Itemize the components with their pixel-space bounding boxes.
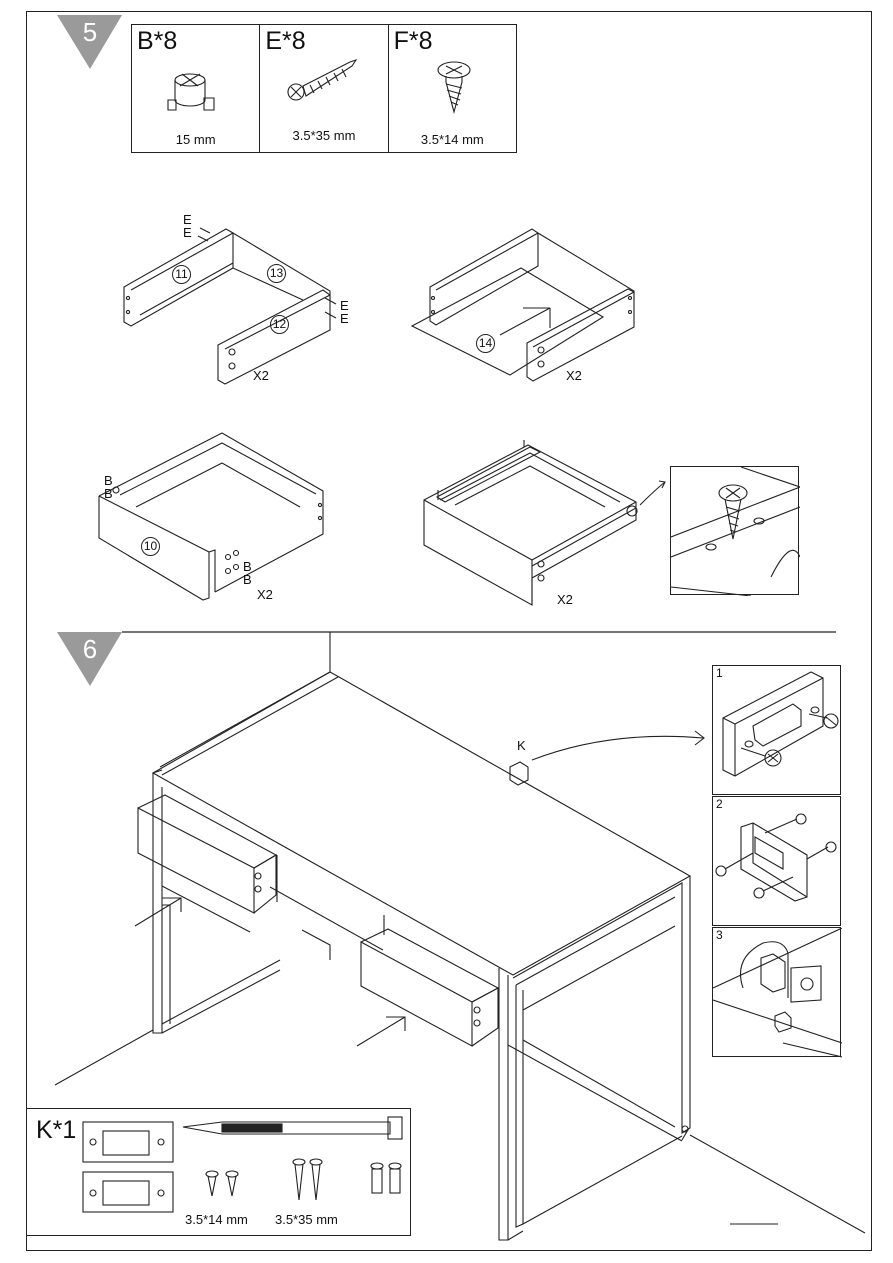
quantity-x2: X2: [566, 368, 582, 383]
label-k: K: [517, 738, 526, 753]
parts-table: B*8 15 mm E*8 3.5*35 mm F*8 3.5*14 mm: [131, 24, 517, 153]
kit-code: K*1: [36, 1116, 77, 1144]
label-b: B: [243, 572, 252, 587]
clip-detail-drawing: [722, 671, 839, 777]
part-size: 15 mm: [175, 132, 216, 147]
inset-number: 2: [716, 797, 723, 811]
part-code: B*8: [137, 27, 178, 55]
label-b: B: [104, 486, 113, 501]
kit-size-short: 3.5*14 mm: [185, 1212, 248, 1227]
part-b: B*8 15 mm: [132, 25, 261, 152]
part-number-14: 14: [476, 334, 495, 353]
clip-detail-inset-2: 2: [712, 796, 841, 926]
part-size: 3.5*35 mm: [292, 128, 356, 143]
kit-box: K*1 3.5*14 mm 3.5*35 mm: [26, 1108, 411, 1236]
part-number-13: 13: [267, 264, 286, 283]
clip-detail-drawing: [713, 928, 842, 1058]
clip-detail-drawing: [715, 813, 837, 902]
part-number-12: 12: [270, 315, 289, 334]
screw-detail-inset: [670, 466, 800, 596]
label-e: E: [183, 212, 192, 227]
label-e: E: [340, 298, 349, 313]
inset-number: 1: [716, 666, 723, 680]
part-code: E*8: [265, 27, 306, 55]
part-size: 3.5*14 mm: [420, 132, 484, 147]
part-number-11: 11: [172, 265, 191, 284]
label-e: E: [183, 225, 192, 240]
page-frame: [26, 11, 872, 1251]
part-code: F*8: [393, 27, 433, 55]
quantity-x2: X2: [253, 368, 269, 383]
quantity-x2: X2: [557, 592, 573, 607]
clip-detail-inset-3: 3: [712, 927, 842, 1058]
part-number-10: 10: [141, 537, 160, 556]
label-b: B: [104, 473, 113, 488]
quantity-x2: X2: [257, 587, 273, 602]
screw-detail-drawing: [671, 467, 800, 596]
inset-number: 3: [716, 928, 723, 942]
step6-number: 6: [82, 634, 98, 664]
part-e: E*8 3.5*35 mm: [260, 25, 389, 152]
kit-size-long: 3.5*35 mm: [275, 1212, 338, 1227]
clip-detail-inset-1: 1: [712, 665, 841, 795]
part-f: F*8 3.5*14 mm: [389, 25, 516, 152]
step5-number: 5: [82, 17, 98, 47]
label-e: E: [340, 311, 349, 326]
label-b: B: [243, 559, 252, 574]
